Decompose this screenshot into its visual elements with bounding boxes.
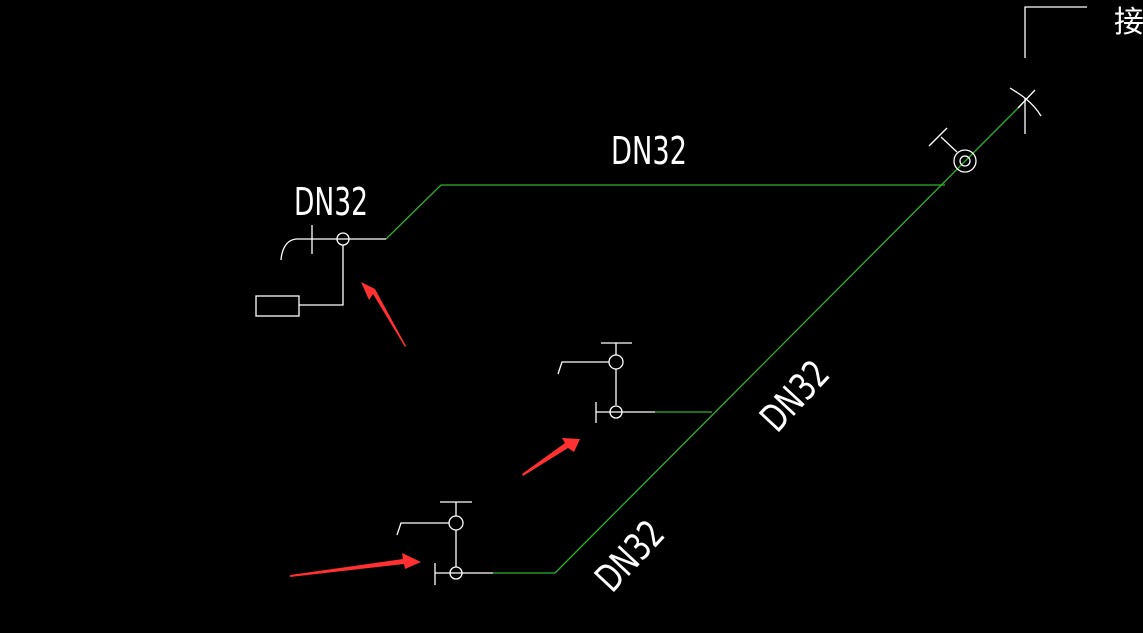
arrow-lower-fixture: [290, 553, 421, 577]
main-diagonal-riser: [554, 102, 1024, 574]
top-right-fixture: 接: [928, 5, 1143, 173]
left-fixture-box: [255, 295, 300, 317]
top-right-corner-line: [1024, 6, 1087, 58]
riser-double-circle-outer: [953, 149, 977, 173]
middle-fixture-spout: [557, 361, 609, 375]
left-fixture-drop-line: [299, 245, 344, 306]
lower-fixture-spout: [396, 522, 449, 536]
riser-double-circle-inner: [959, 155, 971, 167]
lower-fixture: [396, 501, 493, 585]
arrow-left-fixture: [361, 282, 406, 347]
left-branch-label: DN32: [294, 180, 368, 224]
top-pipe-label: DN32: [611, 129, 687, 173]
left-fixture: [255, 225, 386, 317]
middle-fixture: [557, 342, 655, 423]
top-right-curved-valve: [1009, 87, 1042, 117]
riser-cap-bar: [928, 127, 948, 147]
left-fixture-hook: [280, 238, 297, 261]
red-annotation-arrows: [290, 282, 580, 577]
top-right-valve-slash: [1017, 89, 1036, 109]
edge-glyph: 接: [1114, 5, 1143, 40]
arrow-middle-fixture: [522, 438, 580, 476]
green-pipe-network: [385, 102, 1024, 574]
top-horizontal-pipe: [385, 184, 945, 240]
riser-cap-stem: [940, 136, 958, 153]
